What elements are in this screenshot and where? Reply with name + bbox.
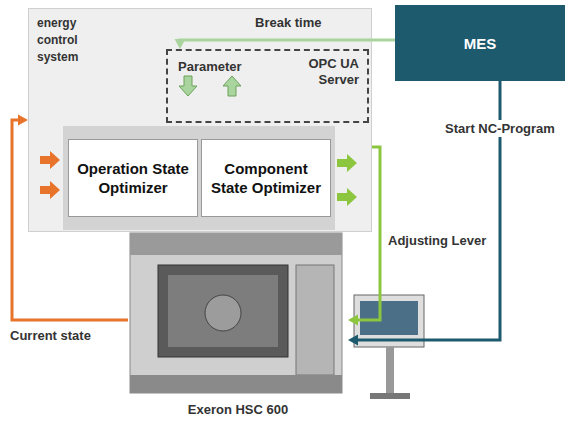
block-arrow [179, 76, 197, 96]
node-text: Parameter [178, 59, 242, 74]
arrow-head [348, 315, 358, 326]
node-text: Exeron HSC 600 [128, 402, 348, 417]
edge-label: Start NC-Program [442, 120, 558, 137]
process-box: Operation State Optimizer [68, 139, 198, 217]
node-text: Component State Optimizer [202, 159, 330, 197]
block-arrow [223, 76, 241, 96]
block-arrow [40, 151, 60, 169]
node-text: OPC UA Server [297, 56, 359, 88]
connector [12, 115, 128, 321]
process-box: Component State Optimizer [201, 139, 331, 217]
block-arrow [40, 181, 60, 199]
opc-ua-server-box: Parameter OPC UA Server [166, 49, 369, 123]
connector [348, 147, 380, 326]
edge-label: Adjusting Lever [388, 233, 486, 248]
edge-label: Break time [255, 15, 321, 30]
block-arrow [337, 154, 357, 172]
connector [175, 39, 396, 49]
mes-box: MES [395, 5, 565, 81]
machine-tool: Exeron HSC 600 [128, 225, 348, 420]
block-arrow [337, 188, 357, 206]
energy-control-system-box: energy control systemParameter OPC UA Ser… [28, 8, 372, 232]
arrow-head [18, 115, 28, 126]
arrow-head [175, 39, 186, 49]
machine-illustration [128, 225, 448, 425]
node-text: MES [464, 35, 497, 52]
edge-label: Current state [10, 328, 91, 343]
arrow-head [348, 335, 358, 346]
node-text: energy control system [37, 15, 119, 66]
node-text: Operation State Optimizer [69, 159, 197, 197]
